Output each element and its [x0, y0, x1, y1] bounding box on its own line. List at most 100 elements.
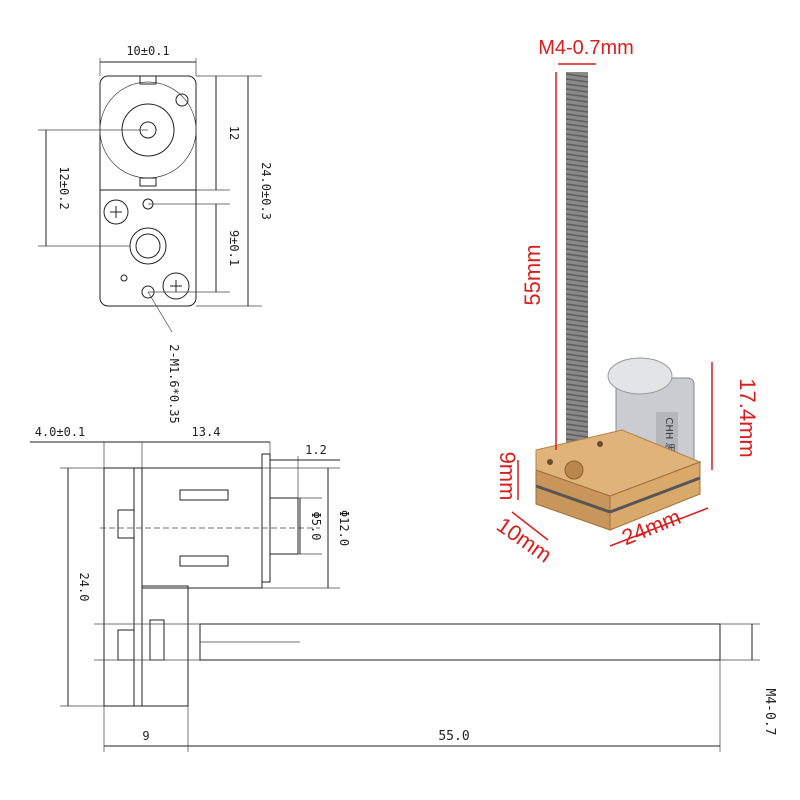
thread-line: [565, 263, 589, 268]
thread-line: [565, 413, 589, 418]
terminal-top: [139, 75, 157, 85]
gear-block: [117, 509, 135, 539]
motor-slot-bottom: [179, 555, 229, 567]
dim-height: 24.0: [77, 573, 91, 602]
thread-line: [565, 288, 589, 293]
terminal-bottom: [139, 177, 157, 187]
thread-line: [565, 223, 589, 228]
screw-spec: 2-M1.6*0.35: [167, 344, 181, 423]
thread-line: [565, 218, 589, 223]
thread-line: [565, 73, 589, 78]
thread-line: [565, 403, 589, 408]
thread-line: [565, 378, 589, 383]
thread-line: [565, 298, 589, 303]
front-view: 10±0.1 12 24.0±0.3 9±0.1 12±0.2 2-M1.6*0…: [38, 44, 273, 424]
thread-line: [565, 433, 589, 438]
thread-line: [565, 283, 589, 288]
thread-line: [565, 133, 589, 138]
photo-gearbox-height-label: 9mm: [495, 452, 520, 501]
dim-endcap: 1.2: [305, 443, 327, 457]
photo-thread-label: M4-0.7mm: [538, 37, 634, 59]
thread-line: [565, 338, 589, 343]
thread-line: [565, 343, 589, 348]
thread-line: [565, 328, 589, 333]
product-photo: CHH 思邦 M4-0.7mm 55mm 17.4mm 9mm 10mm 24m…: [492, 37, 760, 568]
thread-line: [565, 83, 589, 88]
screw-slot: [110, 206, 122, 218]
dim-upper: 12: [227, 126, 241, 140]
thread-line: [565, 368, 589, 373]
dim-width: 10±0.1: [126, 44, 169, 58]
thread-line: [565, 383, 589, 388]
dim-total: 24.0±0.3: [259, 162, 273, 220]
thread-line: [565, 228, 589, 233]
thread-line: [565, 393, 589, 398]
front-plate-outline: [99, 75, 197, 307]
thread-line: [565, 153, 589, 158]
thread-line: [565, 423, 589, 428]
dim-shaft-dia: Φ5.0: [309, 512, 323, 541]
thread-line: [565, 108, 589, 113]
thread-line: [565, 398, 589, 403]
thread-line: [565, 138, 589, 143]
gearbox-plate-front: [103, 467, 135, 707]
thread-line: [565, 323, 589, 328]
gearbox-plate-mid: [133, 467, 143, 707]
thread-line: [565, 273, 589, 278]
thread-line: [565, 238, 589, 243]
thread-line: [565, 173, 589, 178]
thread-line: [565, 168, 589, 173]
thread-line: [565, 113, 589, 118]
thread-line: [565, 148, 589, 153]
thread-line: [565, 213, 589, 218]
thread-line: [565, 318, 589, 323]
thread-line: [565, 258, 589, 263]
thread-line: [565, 98, 589, 103]
thread-line: [565, 128, 589, 133]
screw-slot-2: [170, 280, 182, 292]
thread-line: [565, 198, 589, 203]
thread-line: [565, 333, 589, 338]
motor-slot-top: [179, 489, 229, 501]
dim-motor-dia: Φ12.0: [337, 510, 351, 546]
gear-block-2: [117, 629, 135, 661]
thread-line: [565, 278, 589, 283]
thread-line: [565, 303, 589, 308]
photo-motor-height-label: 17.4mm: [735, 378, 760, 457]
thread-line: [565, 123, 589, 128]
thread-line: [565, 88, 589, 93]
dim-hole-spacing: 9±0.1: [227, 230, 241, 266]
photo-rod-length-label: 55mm: [520, 244, 545, 305]
thread-line: [565, 208, 589, 213]
thread-line: [565, 353, 589, 358]
gearbox-lower: [141, 585, 189, 707]
thread-line: [565, 348, 589, 353]
thread-line: [565, 363, 589, 368]
thread-line: [565, 78, 589, 83]
side-view: 4.0±0.1 13.4 1.2 Φ5.0 Φ12.0 24.0 9 55.0 …: [30, 425, 777, 752]
thread-line: [565, 178, 589, 183]
thread-line: [565, 233, 589, 238]
thread-line: [565, 313, 589, 318]
output-shaft-inner: [135, 233, 161, 259]
vent-hole: [175, 93, 189, 107]
thread-line: [565, 308, 589, 313]
motor-shaft-end: [269, 497, 299, 555]
thread-line: [565, 93, 589, 98]
thread-line: [565, 293, 589, 298]
thread-line: [565, 253, 589, 258]
thread-line: [565, 388, 589, 393]
thread-line: [565, 183, 589, 188]
thread-line: [565, 418, 589, 423]
screw-bottom-right: [162, 272, 190, 300]
motor-endcap: [261, 453, 271, 583]
thread-line: [565, 243, 589, 248]
thread-line: [565, 143, 589, 148]
small-hole: [120, 274, 128, 282]
thread-line: [565, 358, 589, 363]
thread-line: [565, 248, 589, 253]
dim-motor-length: 13.4: [192, 425, 221, 439]
thread-line: [565, 158, 589, 163]
